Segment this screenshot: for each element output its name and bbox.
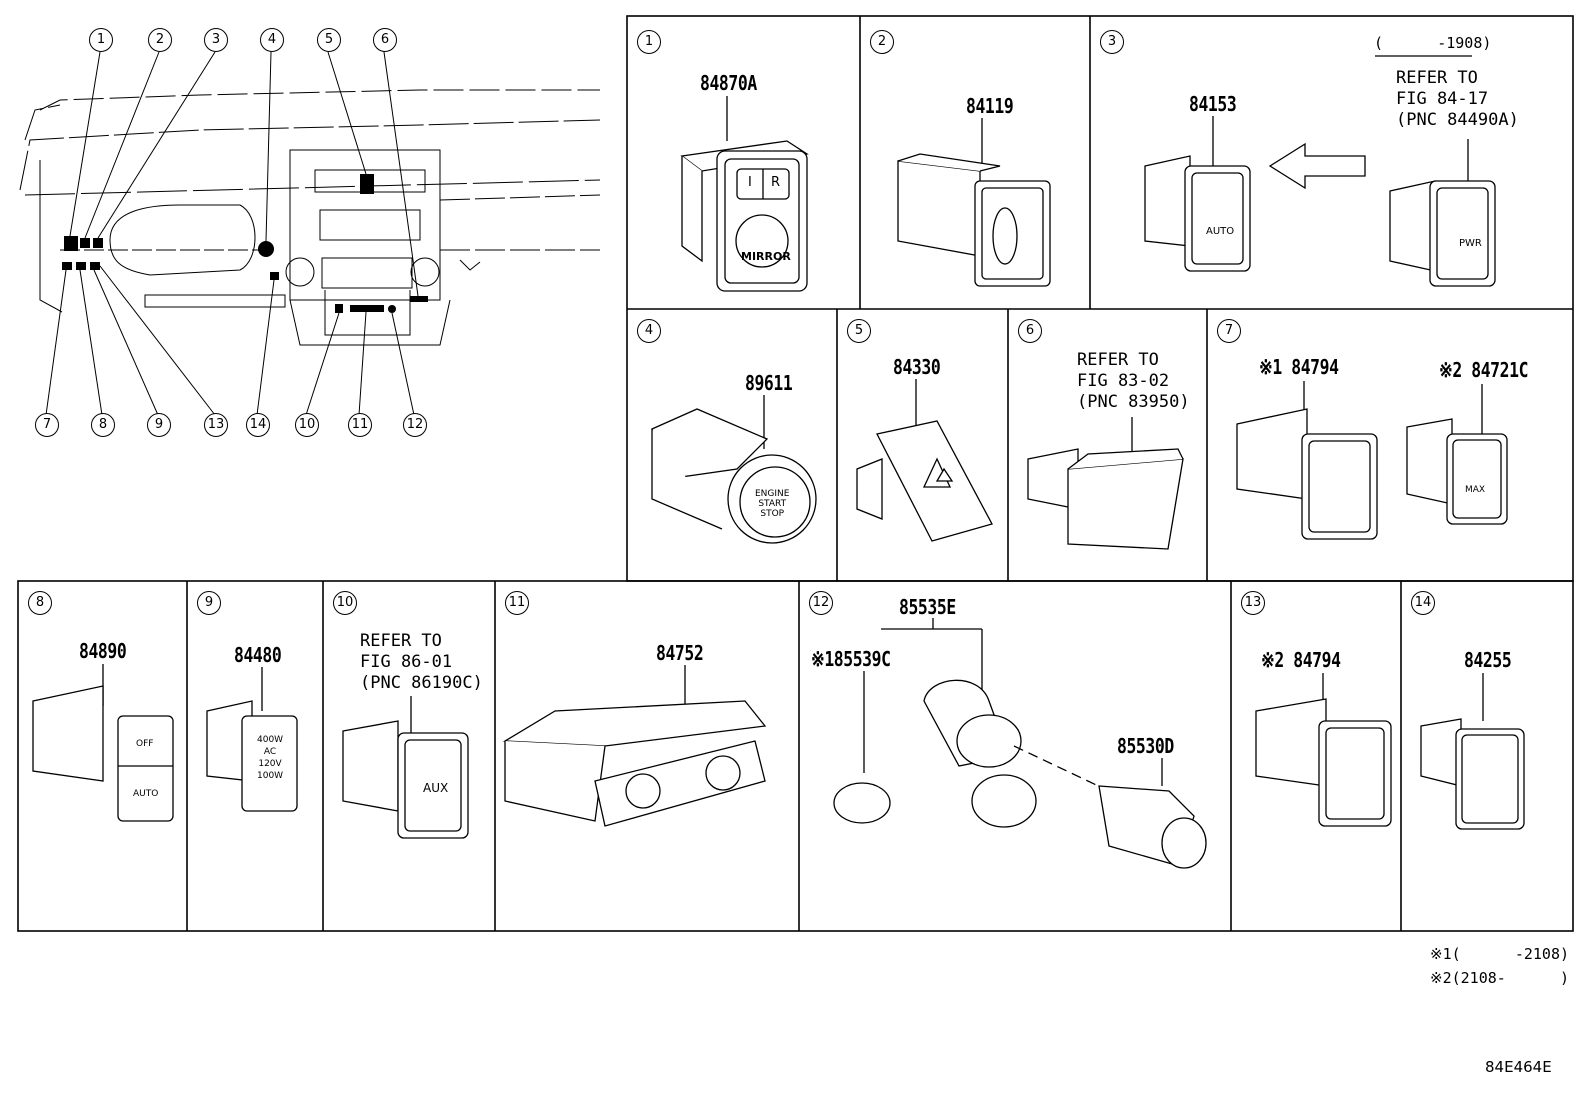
power-label: 400W AC 120V 100W (257, 735, 284, 781)
cell-number: 7 (1217, 319, 1241, 343)
part-number[interactable]: 84119 (966, 94, 1014, 118)
cell-number: 4 (637, 319, 661, 343)
cell-2-dimmer-switch: 2 84119 (860, 16, 1090, 309)
mirror-label: MIRROR (741, 250, 791, 263)
cell-number: 8 (28, 591, 52, 615)
refer-switch-drawing (1027, 417, 1184, 550)
cell-10-aux-switch: 10 REFER TO FIG 86-01 (PNC 86190C) AUX (323, 581, 495, 931)
cell-6-refer-switch: 6 REFER TO FIG 83-02 (PNC 83950) (1008, 309, 1207, 581)
part-number[interactable]: 84480 (234, 643, 282, 667)
cell-11-heater-control: 11 84752 (495, 581, 799, 931)
seat-heater-switch-drawing (1420, 673, 1525, 830)
part-number-plug[interactable]: 85530D (1117, 734, 1174, 758)
auto-label: AUTO (133, 789, 159, 799)
power-outlet-switch-drawing (206, 667, 298, 812)
start-stop-label: ENGINE START STOP (755, 489, 790, 519)
part-number[interactable]: 84870A (700, 71, 757, 95)
cell-number: 13 (1241, 591, 1265, 615)
refer-to-note[interactable]: REFER TO FIG 83-02 (PNC 83950) (1077, 350, 1190, 412)
callout-5[interactable]: 5 (317, 28, 341, 52)
cell-number: 6 (1018, 319, 1042, 343)
part-number[interactable]: 84890 (79, 639, 127, 663)
callout-10[interactable]: 10 (295, 413, 319, 437)
start-button-drawing (651, 395, 817, 544)
dashboard-drawing (19, 51, 601, 416)
wiper-switch-drawing (1236, 381, 1508, 540)
cell-1-mirror-switch: 1 84870A I R MIRROR (627, 16, 860, 309)
part-number[interactable]: 89611 (745, 371, 793, 395)
cell-number: 10 (333, 591, 357, 615)
cell-7-wiper-deicer-switch: 7 ※1 84794 ※2 84721C MAX (1207, 309, 1573, 581)
cell-5-hazard-switch: 5 84330 (837, 309, 1008, 581)
cell-number: 11 (505, 591, 529, 615)
refer-to-note[interactable]: REFER TO FIG 86-01 (PNC 86190C) (360, 631, 483, 693)
part-number[interactable]: 84153 (1189, 92, 1237, 116)
face-right-label: R (771, 175, 781, 190)
mirror-switch-drawing (680, 96, 809, 292)
callout-13[interactable]: 13 (204, 413, 228, 437)
heater-control-drawing (502, 665, 767, 827)
part-number[interactable]: 84255 (1464, 648, 1512, 672)
auto-switch-drawing (32, 664, 174, 822)
cell-number: 5 (847, 319, 871, 343)
cell-4-engine-start-switch: 4 89611 ENGINE START STOP (627, 309, 837, 581)
date-range: ( -1908) (1374, 34, 1492, 52)
callout-8[interactable]: 8 (91, 413, 115, 437)
cell-9-power-outlet-switch: 9 84480 400W AC 120V 100W (187, 581, 323, 931)
callout-3[interactable]: 3 (204, 28, 228, 52)
off-label: OFF (136, 739, 154, 749)
figure-id: 84E464E (1485, 1058, 1552, 1076)
refer-to-note[interactable]: REFER TO FIG 84-17 (PNC 84490A) (1396, 68, 1519, 130)
auto-label: AUTO (1206, 226, 1235, 237)
cell-number: 2 (870, 30, 894, 54)
footnote-1: ※1( -2108) (1430, 945, 1569, 963)
callout-1[interactable]: 1 (89, 28, 113, 52)
footnote-2: ※2(2108- ) (1430, 969, 1569, 987)
dimmer-switch-drawing (897, 118, 1051, 287)
aux-label: AUX (423, 781, 449, 795)
part-number-cap[interactable]: ※185539C (811, 647, 891, 671)
callout-7[interactable]: 7 (35, 413, 59, 437)
cell-8-auto-switch: 8 84890 OFF AUTO (18, 581, 187, 931)
wiper-switch-drawing (1255, 673, 1392, 827)
aux-switch-drawing (342, 696, 469, 839)
callout-11[interactable]: 11 (348, 413, 372, 437)
hazard-switch-drawing (856, 379, 993, 542)
part-number[interactable]: 84330 (893, 355, 941, 379)
part-number[interactable]: 84752 (656, 641, 704, 665)
headlight-switch-drawing (1144, 55, 1496, 287)
part-number[interactable]: ※2 84794 (1261, 648, 1341, 672)
callout-6[interactable]: 6 (373, 28, 397, 52)
part-number-socket[interactable]: 85535E (899, 595, 956, 619)
cell-number: 3 (1100, 30, 1124, 54)
part-number-a[interactable]: ※1 84794 (1259, 355, 1339, 379)
callout-4[interactable]: 4 (260, 28, 284, 52)
cell-number: 9 (197, 591, 221, 615)
callout-9[interactable]: 9 (147, 413, 171, 437)
cell-13-wiper-deicer-switch: 13 ※2 84794 (1231, 581, 1401, 931)
cell-number: 12 (809, 591, 833, 615)
cell-3-headlight-switch: 3 84153 ( -1908) REFER TO FIG 84-17 (PNC… (1090, 16, 1573, 309)
max-label: MAX (1465, 485, 1486, 495)
power-outlet-drawing (833, 618, 1207, 869)
cell-number: 14 (1411, 591, 1435, 615)
callout-12[interactable]: 12 (403, 413, 427, 437)
pwr-label: PWR (1459, 238, 1482, 249)
cell-number: 1 (637, 30, 661, 54)
face-left-label: I (748, 175, 752, 190)
callout-2[interactable]: 2 (148, 28, 172, 52)
cell-12-power-outlet: 12 85535E ※185539C 85530D (799, 581, 1231, 931)
dashboard-overview: 1 2 3 4 5 6 7 8 9 13 14 10 11 12 (0, 0, 620, 450)
cell-14-seat-heater-switch: 14 84255 (1401, 581, 1573, 931)
part-number-b[interactable]: ※2 84721C (1439, 358, 1529, 382)
callout-14[interactable]: 14 (246, 413, 270, 437)
